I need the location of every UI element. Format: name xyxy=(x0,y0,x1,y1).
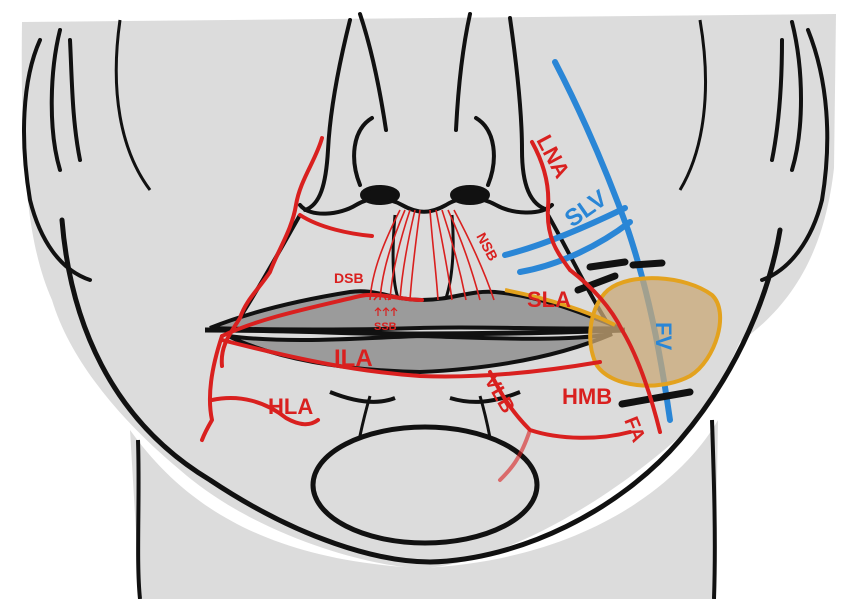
label-dsb: DSB xyxy=(334,270,364,286)
chin-pad xyxy=(313,427,537,543)
label-sla: SLA xyxy=(527,287,571,312)
neck-left-line xyxy=(138,440,140,599)
label-fv: FV xyxy=(651,322,676,350)
label-ila: ILA xyxy=(334,345,373,372)
label-hmb: HMB xyxy=(562,384,612,409)
ssb-arrows xyxy=(375,308,397,316)
label-hla: HLA xyxy=(268,394,313,419)
label-ssb: SSB xyxy=(374,321,397,333)
